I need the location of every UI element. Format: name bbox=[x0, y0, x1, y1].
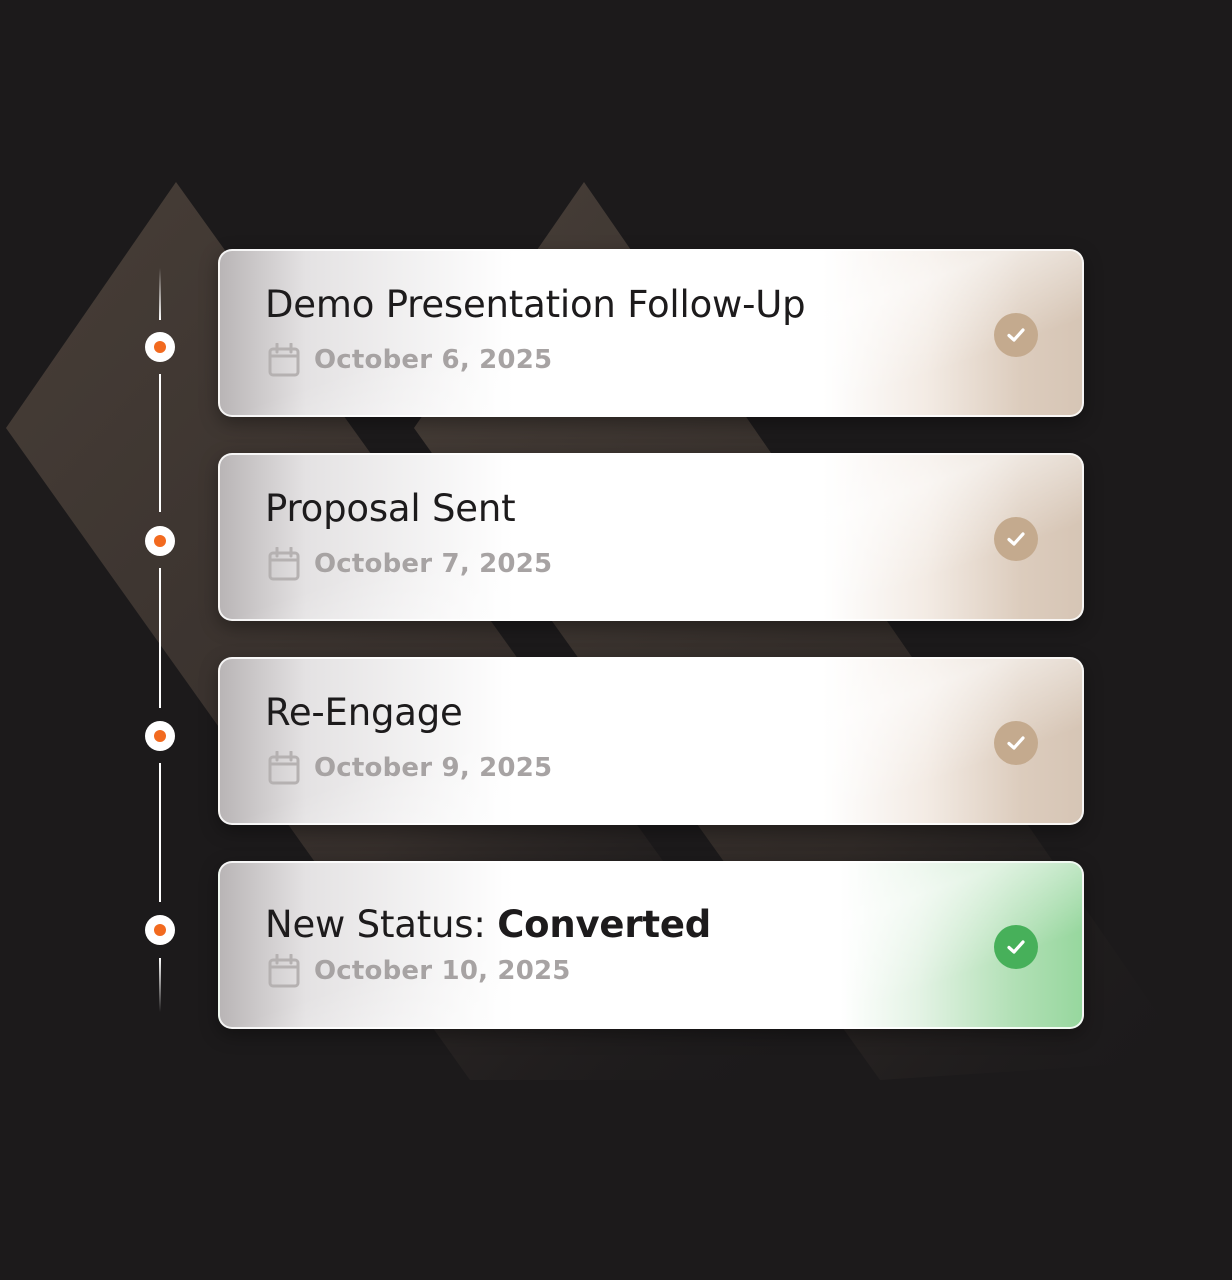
calendar-icon bbox=[268, 343, 300, 377]
card-title-status: Converted bbox=[497, 903, 712, 946]
check-icon bbox=[994, 925, 1038, 969]
timeline-node bbox=[145, 915, 175, 945]
check-icon bbox=[994, 313, 1038, 357]
card-sheen bbox=[220, 659, 1082, 823]
check-icon bbox=[994, 721, 1038, 765]
card-date-text: October 7, 2025 bbox=[314, 549, 553, 579]
timeline-line-segment bbox=[159, 763, 161, 902]
timeline-card[interactable]: Re-Engage October 9, 2025 bbox=[218, 657, 1084, 825]
card-title: Demo Presentation Follow-Up bbox=[265, 283, 806, 326]
check-icon bbox=[994, 517, 1038, 561]
card-date: October 6, 2025 bbox=[268, 343, 552, 377]
card-date-text: October 6, 2025 bbox=[314, 345, 553, 375]
card-date-text: October 9, 2025 bbox=[314, 753, 553, 783]
card-title-prefix: New Status: bbox=[265, 903, 498, 946]
timeline-line-segment bbox=[159, 374, 161, 512]
calendar-icon bbox=[268, 751, 300, 785]
calendar-icon bbox=[268, 547, 300, 581]
timeline-line-segment bbox=[159, 568, 161, 708]
card-title: Proposal Sent bbox=[265, 487, 516, 530]
card-title: Re-Engage bbox=[265, 691, 463, 734]
calendar-icon bbox=[268, 954, 300, 988]
card-title: New Status: Converted bbox=[265, 903, 711, 946]
card-sheen bbox=[220, 251, 1082, 415]
card-date: October 10, 2025 bbox=[268, 954, 571, 988]
card-sheen bbox=[220, 455, 1082, 619]
timeline-card[interactable]: Proposal Sent October 7, 2025 bbox=[218, 453, 1084, 621]
timeline-node bbox=[145, 332, 175, 362]
timeline-card-converted[interactable]: New Status: Converted October 10, 2025 bbox=[218, 861, 1084, 1029]
timeline-line-top bbox=[159, 268, 161, 320]
timeline-line-bottom bbox=[159, 958, 161, 1012]
timeline-node bbox=[145, 526, 175, 556]
timeline-card[interactable]: Demo Presentation Follow-Up October 6, 2… bbox=[218, 249, 1084, 417]
card-date: October 9, 2025 bbox=[268, 751, 552, 785]
card-date: October 7, 2025 bbox=[268, 547, 552, 581]
card-date-text: October 10, 2025 bbox=[314, 956, 571, 986]
timeline-node bbox=[145, 721, 175, 751]
